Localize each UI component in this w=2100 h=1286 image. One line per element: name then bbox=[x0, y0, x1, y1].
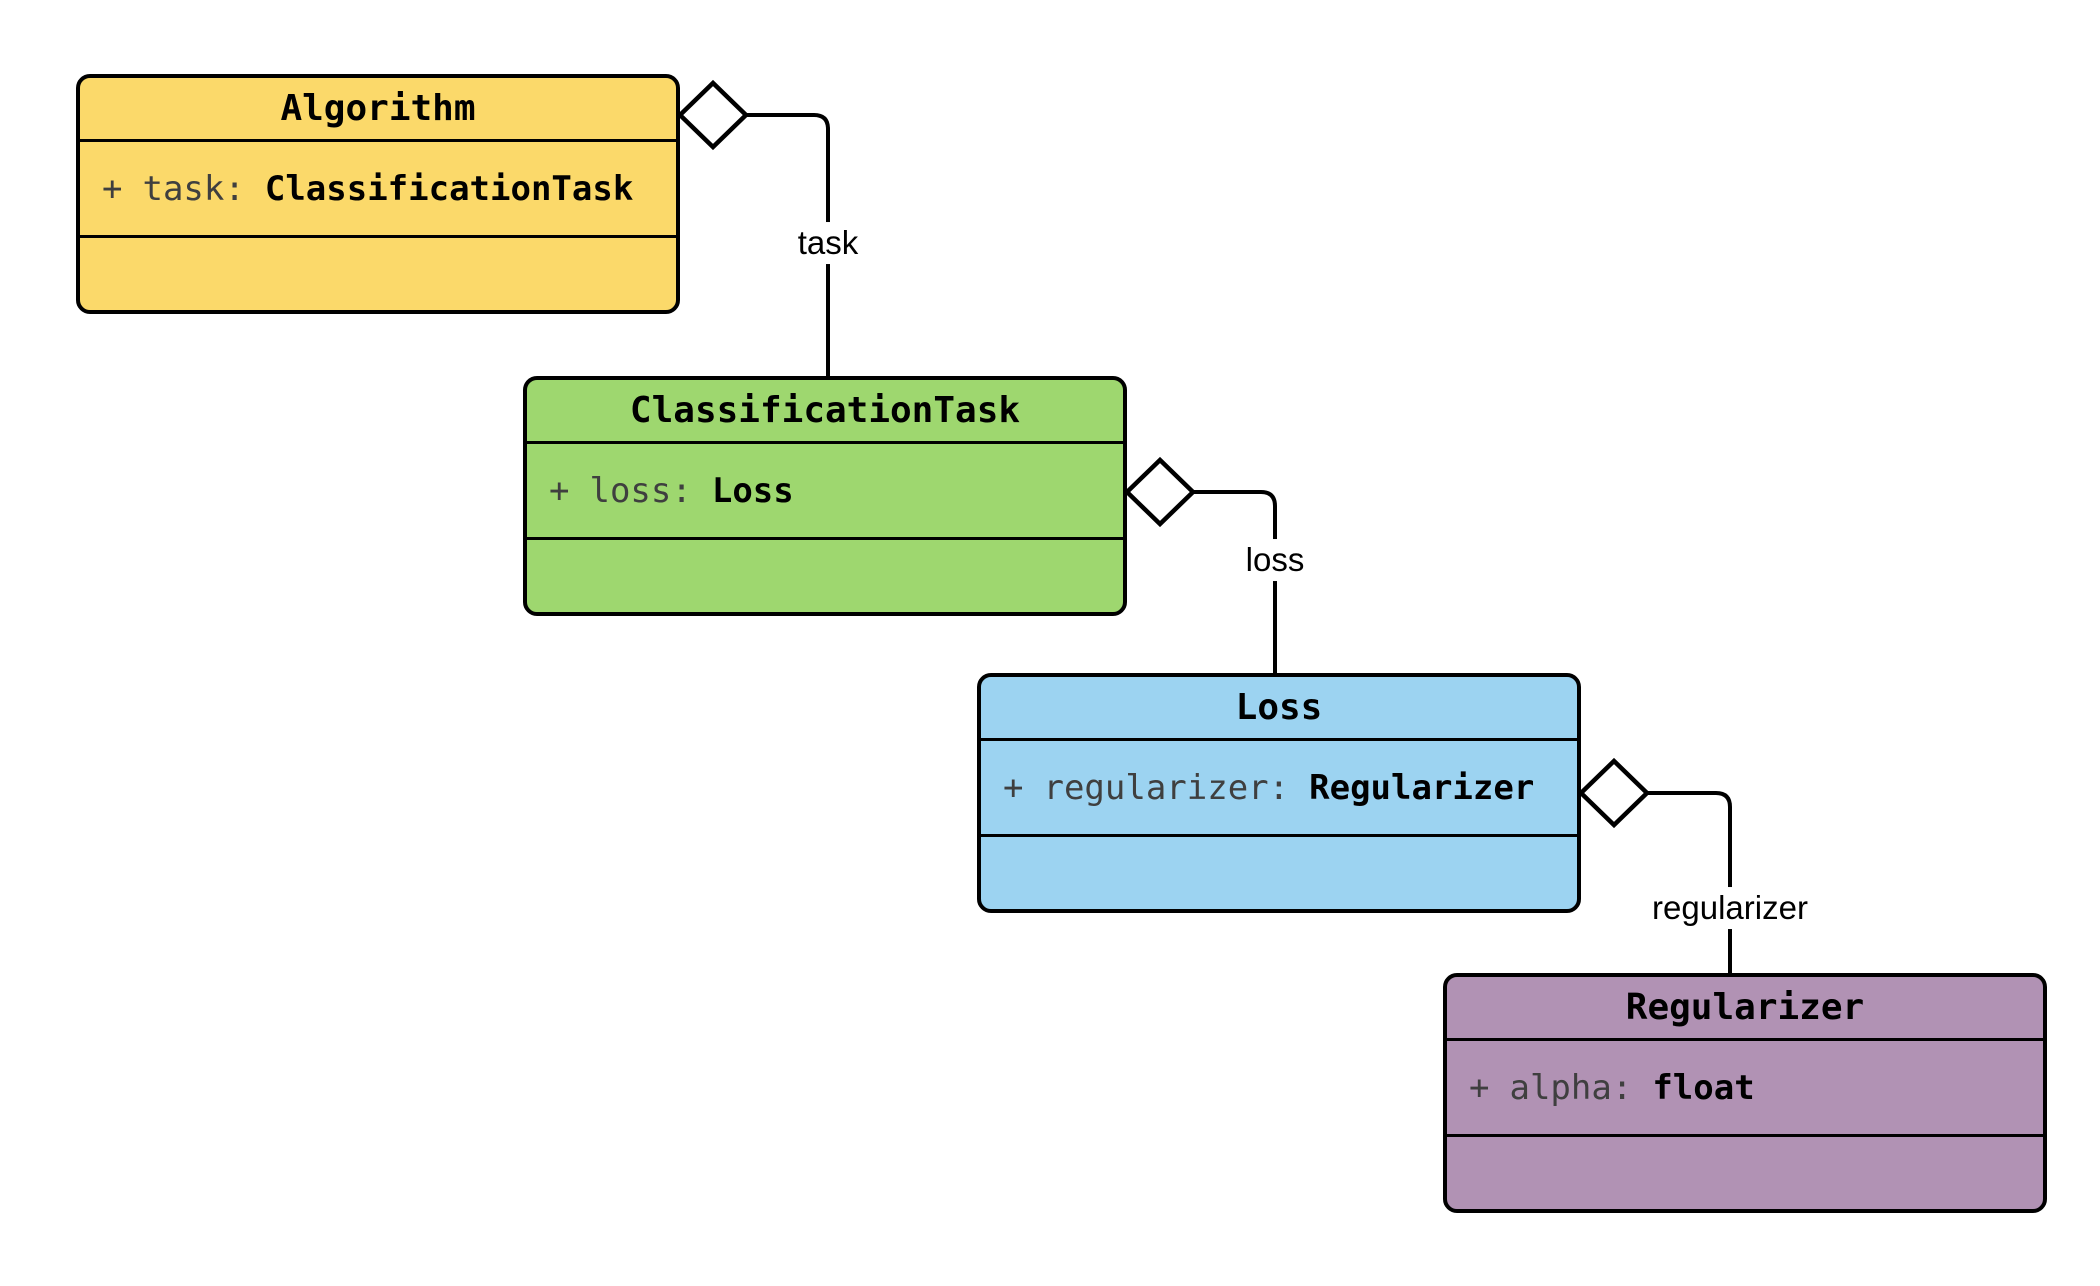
class-attributes: + task: ClassificationTask bbox=[80, 139, 676, 235]
attribute-name: regularizer bbox=[1043, 767, 1269, 808]
class-attributes: + alpha: float bbox=[1447, 1038, 2043, 1134]
attribute-separator: : bbox=[224, 168, 245, 209]
attribute-visibility: + bbox=[1003, 767, 1024, 808]
class-loss: Loss + regularizer: Regularizer bbox=[977, 673, 1581, 913]
attribute-name: alpha bbox=[1509, 1067, 1612, 1108]
class-title: Loss bbox=[1235, 687, 1323, 728]
class-methods-compartment bbox=[1447, 1134, 2043, 1209]
class-title: Algorithm bbox=[280, 88, 476, 129]
aggregation-edge-loss bbox=[1193, 490, 1277, 673]
aggregation-diamond-icon bbox=[1123, 456, 1197, 528]
class-methods-compartment bbox=[80, 235, 676, 310]
aggregation-diamond-icon bbox=[676, 79, 750, 151]
attribute-visibility: + bbox=[1469, 1067, 1490, 1108]
class-attributes: + loss: Loss bbox=[527, 441, 1123, 537]
attribute-visibility: + bbox=[549, 470, 570, 511]
attribute-name: task bbox=[142, 168, 225, 209]
attribute-separator: : bbox=[671, 470, 692, 511]
class-methods-compartment bbox=[981, 834, 1577, 909]
edge-label-regularizer: regularizer bbox=[1644, 887, 1816, 929]
aggregation-diamond-icon bbox=[1577, 757, 1651, 829]
class-methods-compartment bbox=[527, 537, 1123, 612]
attribute-name: loss bbox=[589, 470, 672, 511]
attribute-visibility: + bbox=[102, 168, 123, 209]
class-classificationtask: ClassificationTask + loss: Loss bbox=[523, 376, 1127, 616]
attribute-type: ClassificationTask bbox=[264, 168, 634, 209]
class-title: Regularizer bbox=[1625, 987, 1865, 1028]
attribute-type: Loss bbox=[711, 470, 794, 511]
edge-label-task: task bbox=[789, 222, 867, 264]
attribute-type: float bbox=[1652, 1067, 1755, 1108]
attribute-separator: : bbox=[1268, 767, 1290, 808]
aggregation-edge-regularizer bbox=[1647, 791, 1732, 973]
class-regularizer: Regularizer + alpha: float bbox=[1443, 973, 2047, 1213]
edge-label-loss: loss bbox=[1237, 539, 1313, 581]
attribute-type: Regularizer bbox=[1309, 767, 1535, 808]
aggregation-edge-task bbox=[746, 113, 830, 376]
class-algorithm: Algorithm + task: ClassificationTask bbox=[76, 74, 680, 314]
class-title: ClassificationTask bbox=[629, 390, 1021, 431]
class-attributes: + regularizer: Regularizer bbox=[981, 738, 1577, 834]
attribute-separator: : bbox=[1611, 1067, 1633, 1108]
